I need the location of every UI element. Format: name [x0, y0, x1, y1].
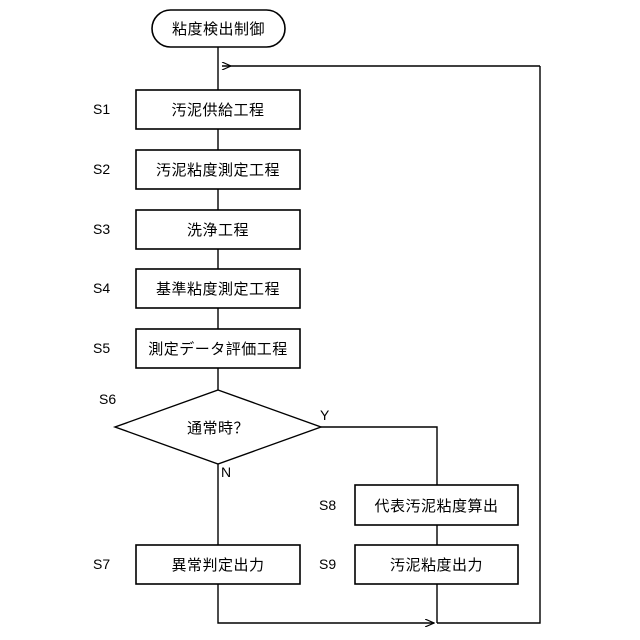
step-box-s3 — [135, 209, 301, 250]
step-tag-s3: S3 — [93, 221, 111, 237]
connector-bottom-rail-right — [437, 66, 541, 624]
step-box-s7 — [135, 544, 301, 585]
branch-label-yes: Y — [320, 407, 330, 423]
step-tag-s7: S7 — [93, 556, 111, 572]
step-tag-s6: S6 — [99, 391, 117, 407]
step-tag-s9: S9 — [319, 556, 337, 572]
decision-diamond-s6 — [112, 389, 324, 465]
step-box-s5 — [135, 328, 301, 369]
step-tag-s2: S2 — [93, 161, 111, 177]
branch-label-no: N — [221, 464, 232, 480]
connector-s6-yes-to-s8 — [321, 426, 438, 485]
step-tag-s5: S5 — [93, 340, 111, 356]
step-box-s1 — [135, 89, 301, 130]
connector-s7-to-bottom-rail — [217, 584, 434, 623]
step-box-s8 — [354, 484, 519, 526]
step-box-s2 — [135, 149, 301, 190]
start-node-shape — [151, 9, 286, 48]
step-tag-s1: S1 — [93, 101, 111, 117]
step-box-s9 — [354, 544, 519, 585]
step-box-s4 — [135, 268, 301, 309]
step-tag-s4: S4 — [93, 280, 111, 296]
step-tag-s8: S8 — [319, 497, 337, 513]
